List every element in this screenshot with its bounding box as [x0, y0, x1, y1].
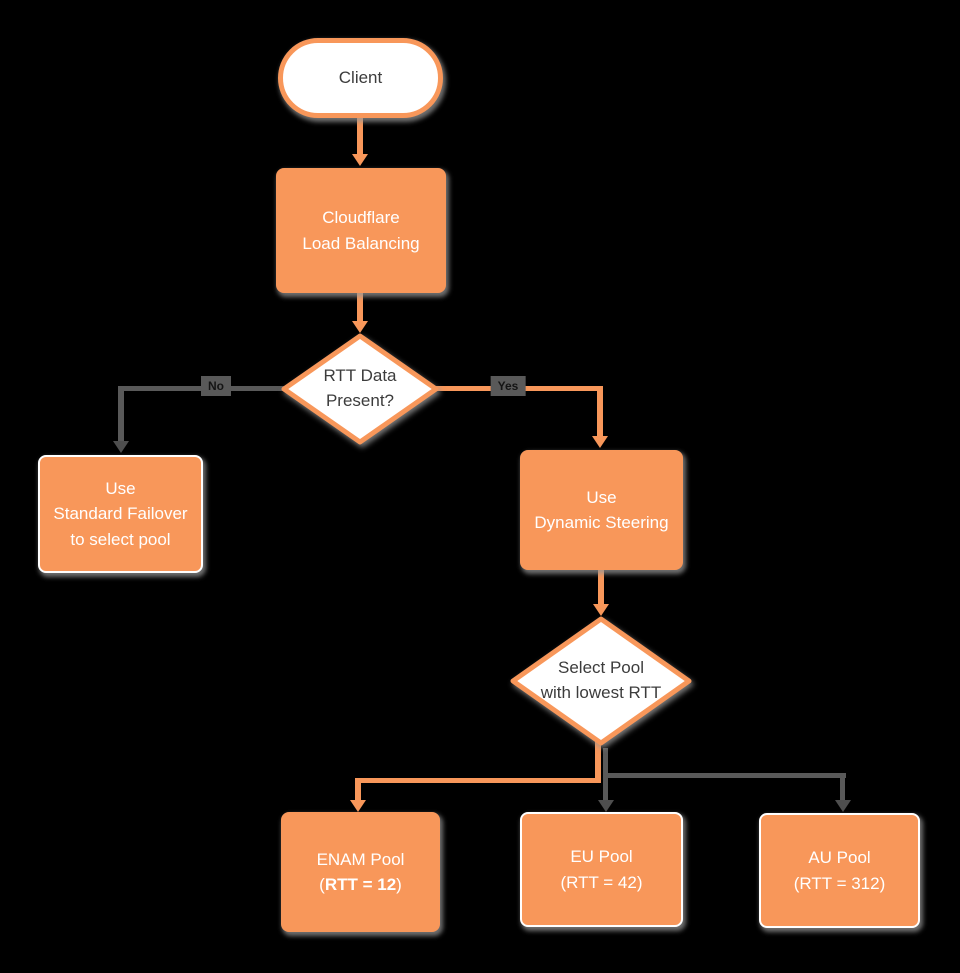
- diamond-shape: [281, 333, 439, 445]
- edge-label-no: No: [201, 376, 231, 396]
- arrowhead-down-icon: [598, 800, 614, 812]
- arrowhead-down-icon: [350, 800, 366, 812]
- edge-selectpool-enam-vertical: [595, 740, 601, 783]
- diamond-shape: [510, 616, 692, 746]
- node-enam-pool: ENAM Pool (RTT = 12): [281, 812, 440, 932]
- node-select-pool-line2: with lowest RTT: [540, 683, 662, 702]
- edge-selectpool-enam-horizontal: [355, 778, 601, 783]
- edge-client-to-loadbalancing: [357, 114, 363, 156]
- node-rtt-decision-line1: RTT Data: [323, 366, 397, 386]
- node-rtt-decision-line2: Present?: [325, 391, 395, 410]
- edge-yes-vertical: [597, 386, 603, 439]
- node-eu-pool-name: EU Pool: [570, 847, 633, 866]
- node-standard-failover-line2: Standard Failover: [53, 504, 188, 524]
- node-eu-pool: EU Pool (RTT = 42): [520, 812, 683, 927]
- node-select-pool-line1: Select Pool: [558, 658, 644, 678]
- arrowhead-down-icon: [835, 800, 851, 812]
- node-client-label: Client: [338, 68, 383, 87]
- node-rtt-decision: RTT Data Present?: [280, 332, 440, 446]
- node-standard-failover: Use Standard Failover to select pool: [38, 455, 203, 573]
- node-dynamic-steering: Use Dynamic Steering: [520, 450, 683, 570]
- node-standard-failover-line1: Use: [105, 478, 136, 498]
- node-dynamic-steering-line2: Dynamic Steering: [534, 513, 669, 532]
- node-dynamic-steering-line1: Use: [586, 487, 617, 507]
- edge-no-vertical: [118, 386, 124, 442]
- arrowhead-down-icon: [352, 321, 368, 333]
- node-au-pool-name: AU Pool: [808, 848, 871, 867]
- node-load-balancing-line2: Load Balancing: [302, 233, 420, 253]
- node-load-balancing-line1: Cloudflare: [322, 208, 400, 227]
- arrowhead-down-icon: [593, 604, 609, 616]
- node-au-pool-rtt: (RTT = 312): [793, 873, 886, 893]
- edge-loadbalancing-to-rtt-decision: [357, 290, 363, 323]
- node-enam-pool-name: ENAM Pool: [316, 849, 405, 869]
- edge-selectpool-au-horizontal: [603, 773, 846, 778]
- edge-label-yes: Yes: [490, 376, 526, 396]
- node-select-pool: Select Pool with lowest RTT: [509, 615, 693, 747]
- edge-steering-to-selectpool: [598, 568, 604, 606]
- node-load-balancing: Cloudflare Load Balancing: [276, 168, 446, 293]
- node-enam-pool-rtt: (RTT = 12): [319, 875, 402, 894]
- node-au-pool: AU Pool (RTT = 312): [759, 813, 920, 928]
- edge-selectpool-enam-drop: [355, 778, 361, 802]
- enam-rtt-bold: RTT = 12: [324, 875, 397, 894]
- node-standard-failover-line3: to select pool: [70, 529, 171, 549]
- edge-selectpool-au-vertical: [840, 773, 845, 802]
- arrowhead-down-icon: [352, 154, 368, 166]
- arrowhead-down-icon: [113, 441, 129, 453]
- node-client: Client: [278, 38, 443, 118]
- node-eu-pool-rtt: (RTT = 42): [560, 872, 643, 892]
- arrowhead-down-icon: [592, 436, 608, 448]
